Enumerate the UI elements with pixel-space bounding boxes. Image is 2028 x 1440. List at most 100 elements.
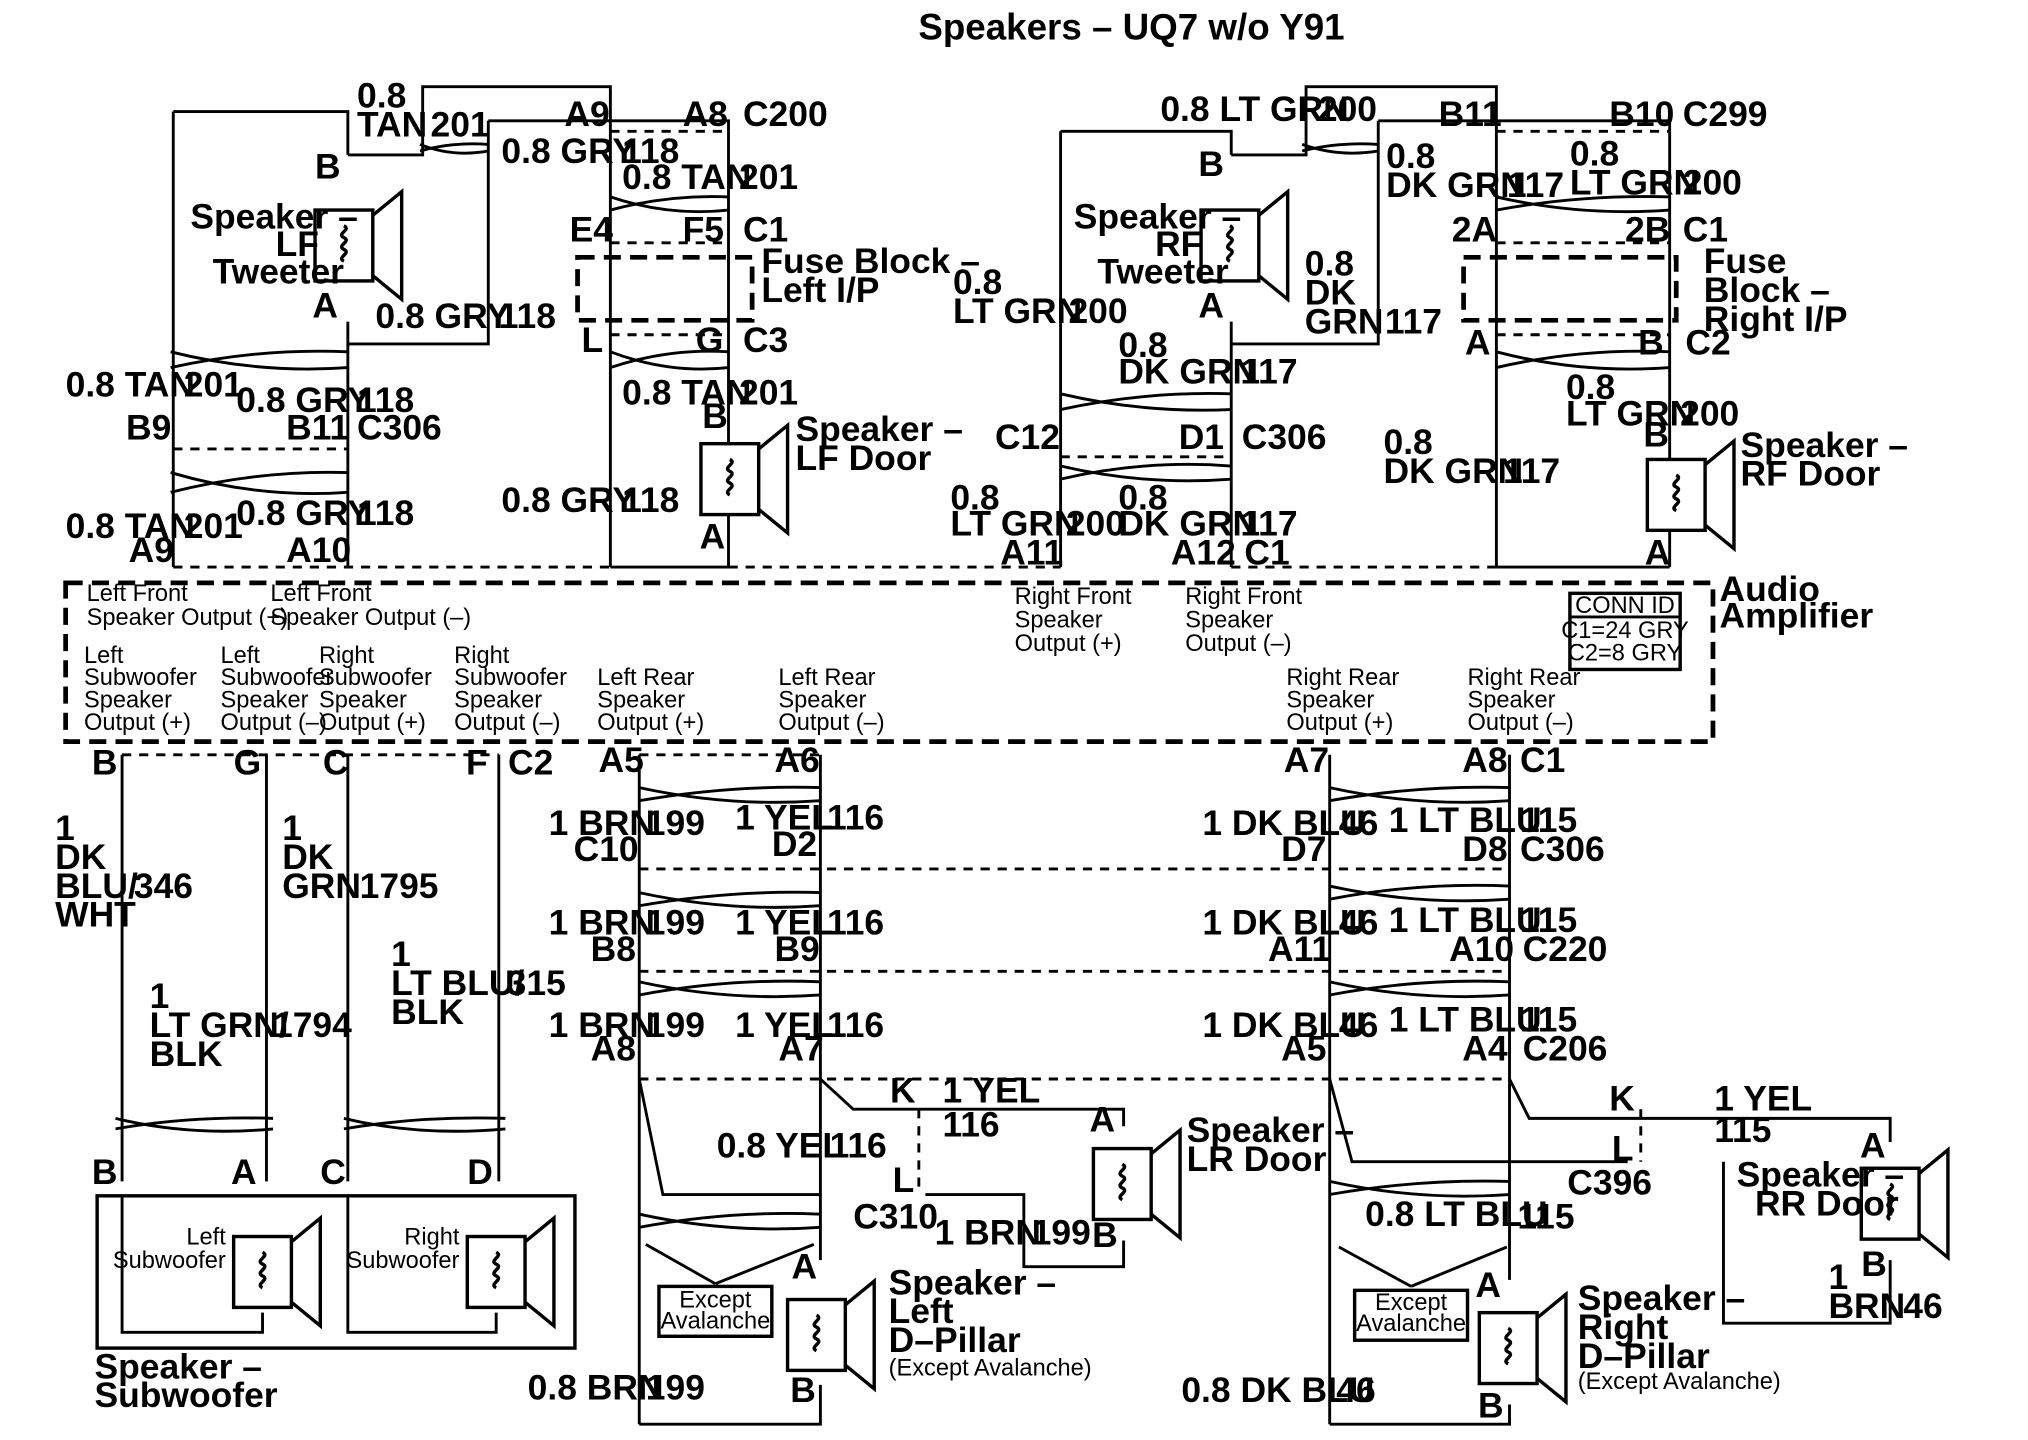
left-d-pillar-speaker-icon — [785, 1277, 876, 1393]
diagram-label: 0.8 GRY — [501, 480, 636, 520]
diagram-label: Speaker Output (–) — [270, 605, 471, 631]
diagram-label: 115 — [1517, 1197, 1574, 1237]
diagram-label: A — [1465, 322, 1491, 362]
diagram-label: C1 — [1244, 532, 1289, 572]
diagram-label: Speaker — [1286, 688, 1374, 714]
diagram-label: Left — [889, 1291, 954, 1331]
wiring — [120, 85, 1892, 1426]
diagram-label: Subwoofer — [84, 665, 197, 691]
diagram-label: Speaker — [1015, 607, 1103, 633]
diagram-label: L — [893, 1160, 915, 1200]
diagram-label: A11 — [1000, 532, 1063, 572]
diagram-label: 1 — [150, 976, 170, 1016]
diagram-label: Fuse Block – — [761, 241, 980, 281]
rf-tweeter-icon — [1199, 188, 1290, 303]
diagram-label: LT GRN — [953, 291, 1082, 331]
diagram-label: Speaker – — [1074, 196, 1241, 236]
diagram-label: D2 — [772, 824, 817, 864]
diagram-label: L — [1612, 1128, 1634, 1168]
diagram-label: A — [1645, 532, 1671, 572]
diagram-label: 199 — [646, 1005, 705, 1045]
diagram-label: B — [92, 742, 118, 782]
diagram-label: 1 YEL — [735, 903, 833, 943]
diagram-label: 2B — [1625, 210, 1670, 250]
diagram-label: Speaker — [597, 688, 685, 714]
diagram-label: 115 — [1520, 900, 1577, 940]
diagram-label: 2A — [1452, 210, 1497, 250]
diagram-label: 115 — [1520, 800, 1577, 840]
diagram-title: Speakers – UQ7 w/o Y91 — [918, 6, 1344, 47]
diagram-label: A7 — [778, 1029, 823, 1069]
diagram-label: A — [231, 1152, 257, 1192]
diagram-label: C310 — [853, 1197, 938, 1237]
diagram-label: GRN — [282, 866, 361, 906]
diagram-label: Output (–) — [778, 710, 884, 736]
diagram-label: 117 — [1507, 165, 1564, 205]
diagram-label: A10 — [1449, 929, 1514, 969]
diagram-label: B — [1198, 144, 1224, 184]
diagram-label: Speaker – — [1741, 425, 1908, 465]
diagram-label: C10 — [574, 829, 639, 869]
diagram-label: A8 — [683, 94, 728, 134]
diagram-label: 1 DK BLU — [1202, 1005, 1365, 1045]
diagram-label: Left — [221, 643, 261, 669]
diagram-label: 116 — [827, 1005, 884, 1045]
diagram-label: Right — [404, 1224, 460, 1250]
diagram-label: Avalanche — [660, 1308, 770, 1334]
diagram-label: Speaker – — [1187, 1110, 1354, 1150]
diagram-label: B — [790, 1370, 816, 1410]
diagram-label: A — [1860, 1126, 1886, 1166]
diagram-label: LR Door — [1187, 1139, 1327, 1179]
diagram-label: RF — [1155, 224, 1202, 264]
diagram-label: 1794 — [273, 1005, 352, 1045]
diagram-label: Output (+) — [319, 710, 426, 736]
diagram-label: B — [92, 1152, 118, 1192]
diagram-label: 201 — [184, 506, 243, 546]
diagram-label: 200 — [1318, 89, 1377, 129]
diagram-label: B — [1638, 322, 1664, 362]
diagram-label: TAN — [357, 105, 427, 145]
connector-dashes — [63, 129, 1716, 1195]
diagram-label: C396 — [1567, 1163, 1652, 1203]
diagram-label: C206 — [1523, 1029, 1608, 1069]
diagram-label: Left Rear — [597, 665, 694, 691]
diagram-label: A12 — [1171, 532, 1236, 572]
diagram-label: 1 BRN — [549, 903, 655, 943]
diagram-label: 199 — [646, 903, 705, 943]
lr-door-speaker-icon — [1091, 1126, 1182, 1242]
diagram-label: Right — [319, 643, 375, 669]
diagram-label: 118 — [499, 296, 556, 336]
diagram-label: BLU/ — [55, 866, 138, 906]
right-d-pillar-speaker-icon — [1477, 1290, 1568, 1406]
diagram-label: Speaker – — [95, 1346, 262, 1386]
diagram-label: 0.8 LT GRN — [1160, 89, 1348, 129]
diagram-label: Tweeter — [1097, 252, 1229, 292]
diagram-label: DK GRN — [1386, 165, 1526, 205]
diagram-label: BLK — [391, 992, 464, 1032]
diagram-label: 117 — [1503, 451, 1560, 491]
diagram-label: C200 — [743, 94, 828, 134]
diagram-label: Tweeter — [213, 252, 345, 292]
diagram-label: WHT — [55, 895, 136, 935]
diagram-label: A11 — [1268, 929, 1331, 969]
diagram-label: 1 DK BLU — [1202, 903, 1365, 943]
diagram-label: 117 — [1385, 301, 1442, 341]
diagram-label: 0.8 — [1384, 422, 1433, 462]
diagram-label: D — [467, 1152, 493, 1192]
diagram-label: 346 — [134, 866, 193, 906]
diagram-label: Left Front — [270, 581, 371, 607]
diagram-label: 0.8 — [1118, 325, 1167, 365]
diagram-label: (Except Avalanche) — [1578, 1369, 1781, 1395]
diagram-label: A9 — [129, 530, 174, 570]
diagram-label: C12 — [995, 417, 1060, 457]
diagram-label: 200 — [1068, 291, 1127, 331]
diagram-label: DK GRN — [1118, 504, 1258, 544]
diagram-label: GRN — [1305, 301, 1384, 341]
diagram-label: Subwoofer — [95, 1375, 278, 1415]
diagram-label: Amplifier — [1720, 595, 1874, 635]
diagram-label: 0.8 — [1118, 477, 1167, 517]
diagram-label: C1=24 GRY — [1561, 618, 1689, 644]
diagram-text: Speakers – UQ7 w/o Y91 0.8 TAN 201 A9 A8… — [55, 6, 1943, 1425]
speaker-symbols — [95, 188, 1950, 1406]
diagram-label: 200 — [1683, 162, 1742, 202]
